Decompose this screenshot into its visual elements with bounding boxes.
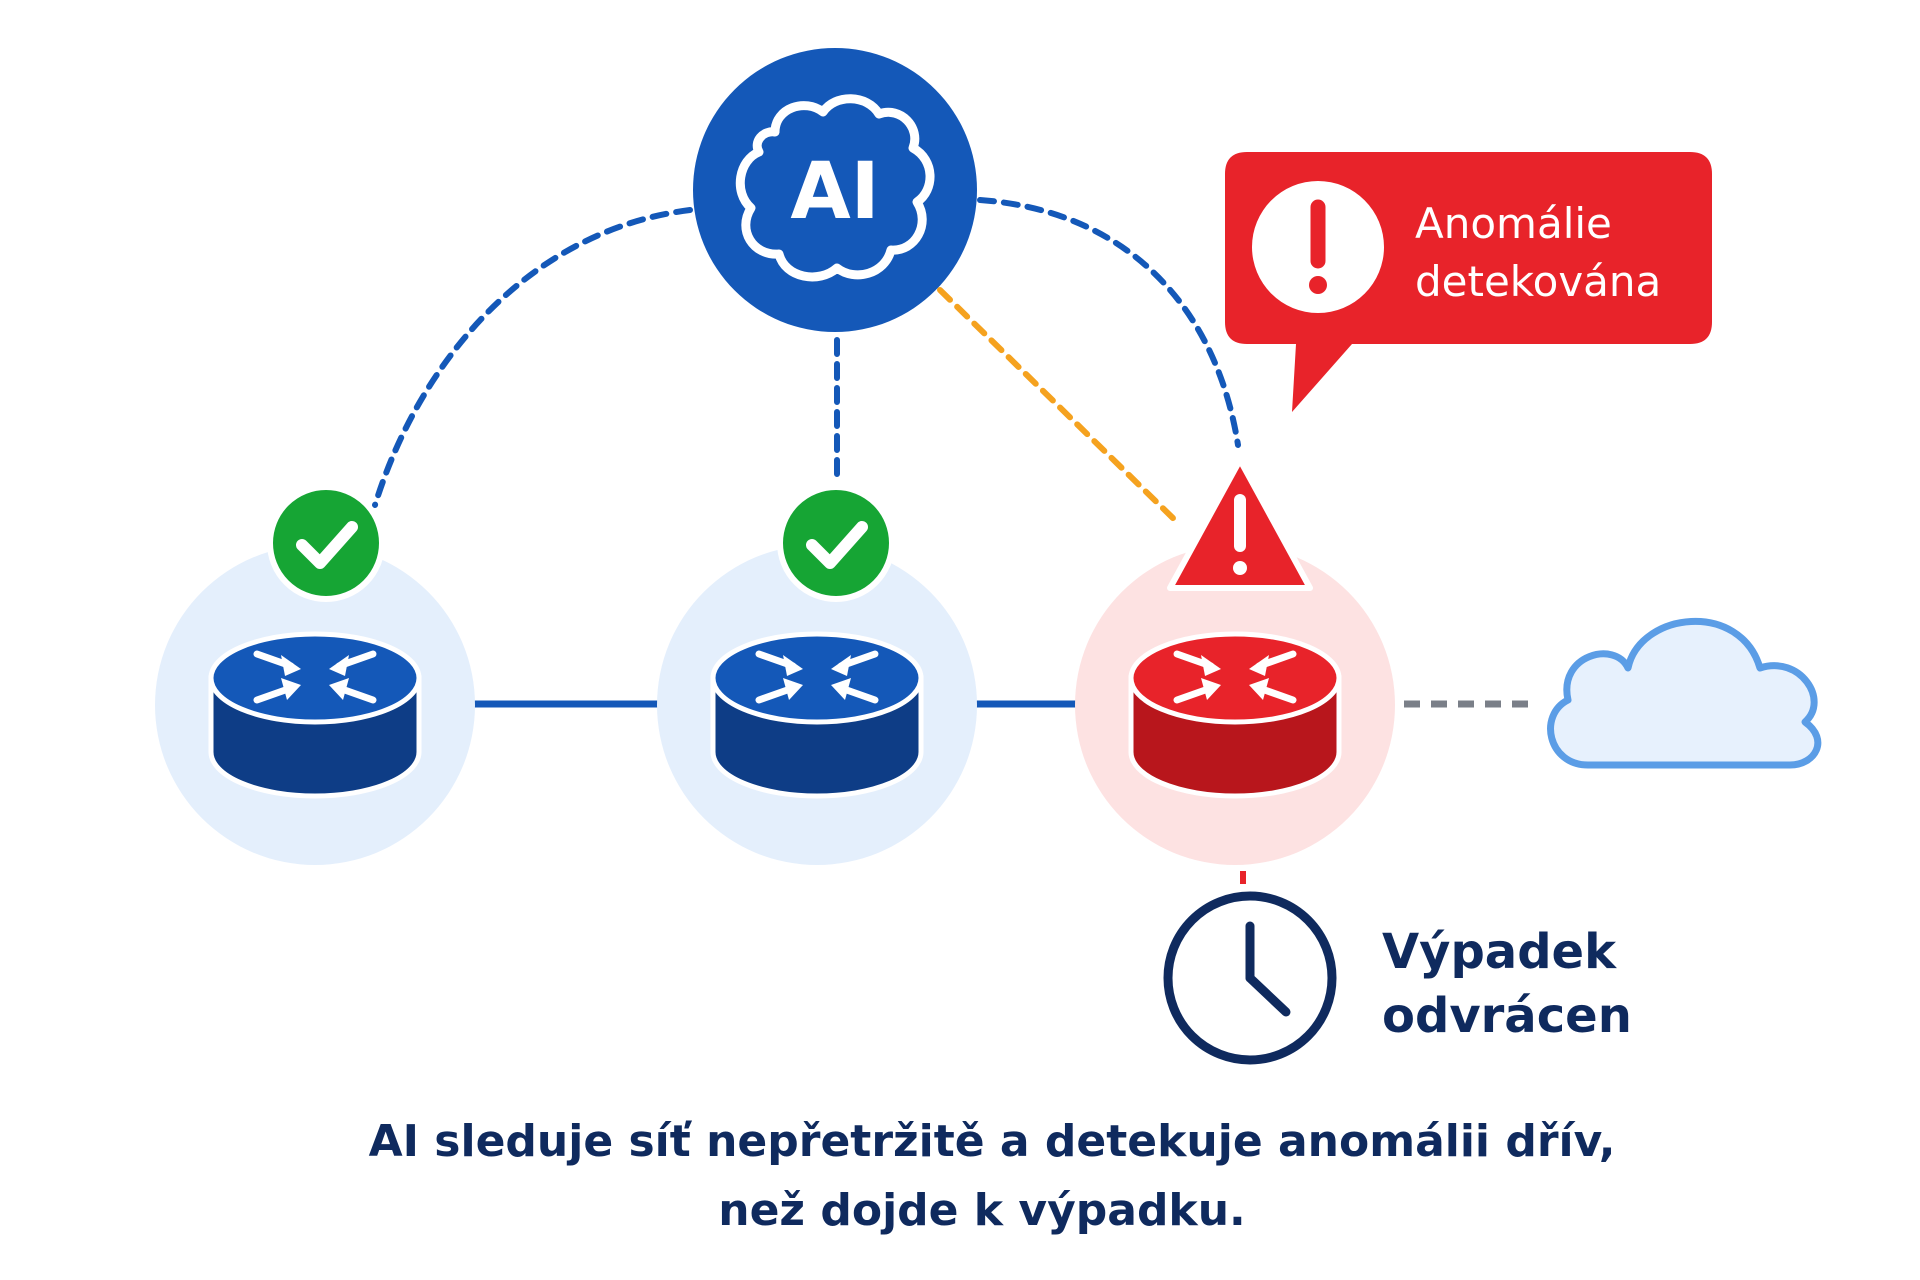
router-icon [211,634,419,796]
ai-link-router-1 [372,207,693,508]
ai-label: AI [790,147,879,237]
clock-icon [1163,891,1337,1065]
caption-line2: než dojde k výpadku. [718,1185,1245,1236]
check-circle-icon [777,484,895,602]
router-icon [713,634,921,796]
router-3-faulty [1131,634,1339,796]
caption-line1: AI sleduje síť nepřetržitě a detekuje an… [369,1116,1616,1167]
exclamation-icon [1252,181,1384,313]
anomaly-callout-line1: Anomálie [1415,199,1612,248]
warning-triangle-icon [1167,457,1313,591]
outage-averted-line1: Výpadek [1382,924,1617,980]
cloud-icon [1547,618,1822,769]
router-2 [713,634,921,796]
ai-link-router-3 [977,197,1241,448]
router-1-ok-badge [267,484,385,602]
router-2-ok-badge [777,484,895,602]
ai-node: AI [693,48,977,332]
anomaly-callout: Anomálie detekována [1225,152,1712,412]
brain-icon [735,94,935,282]
router-icon [1131,634,1339,796]
router-3-warning-badge [1167,457,1313,591]
outage-averted-line2: odvrácen [1382,988,1632,1044]
anomaly-callout-line2: detekována [1415,257,1661,306]
router-1 [211,634,419,796]
check-circle-icon [267,484,385,602]
anomaly-link [937,287,1183,528]
